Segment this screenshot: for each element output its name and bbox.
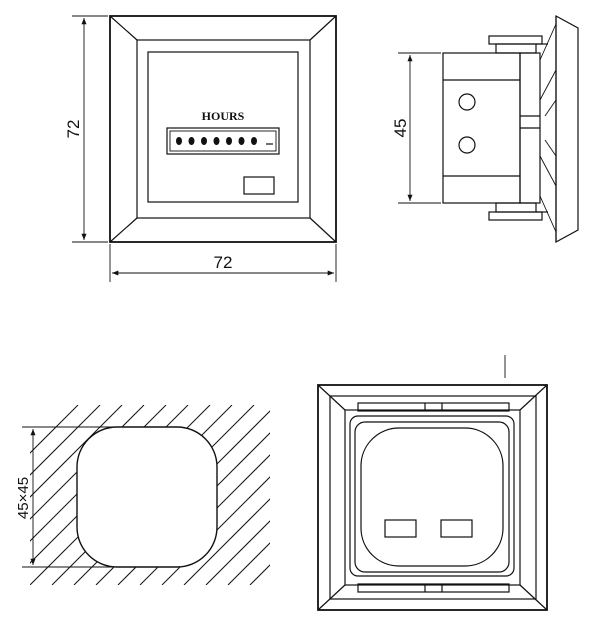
counter-digit (188, 137, 195, 145)
terminal-right (440, 519, 473, 538)
hatch-line (30, 405, 101, 476)
rear-body (360, 427, 504, 567)
hatch-line (30, 405, 79, 454)
mounting-clip-bottom (488, 211, 543, 221)
mounting-clip-top (488, 35, 543, 45)
hatch-line (205, 520, 270, 585)
counter-digits (176, 137, 257, 145)
rear-bezel-outer (317, 384, 548, 611)
rear-clip-top (357, 402, 510, 412)
hatch-line (272, 405, 452, 585)
panel-cutout (76, 426, 218, 568)
terminal-screw-bottom (458, 136, 476, 154)
counter-window-outer (166, 127, 280, 155)
counter-digit (251, 137, 257, 145)
cutout-view: 45×45 (15, 405, 496, 585)
terminal-screw-top (458, 93, 476, 111)
rear-clip-bottom (357, 583, 510, 593)
cutout-dimension-label: 45×45 (15, 477, 32, 519)
rear-view (317, 355, 548, 611)
panel-hatching (30, 405, 496, 585)
hatch-line (183, 498, 270, 585)
hours-label: HOURS (202, 109, 245, 123)
terminal-left (384, 519, 417, 538)
counter-digit (226, 137, 232, 145)
front-bezel-inner (136, 39, 311, 219)
counter-digit (238, 137, 245, 145)
front-bezel-outer (109, 15, 337, 243)
hatch-line (294, 405, 474, 585)
side-view: 45 (391, 14, 579, 244)
width-dimension-label: 72 (214, 253, 233, 272)
front-view: HOURS 72 72 (64, 15, 337, 282)
side-bezel (555, 14, 579, 244)
hatch-line (227, 542, 270, 585)
counter-digit (176, 137, 182, 145)
height-dimension-label: 72 (64, 120, 83, 139)
side-housing (442, 52, 521, 204)
counter-digit (213, 137, 220, 145)
side-dimension-label: 45 (391, 119, 410, 138)
reset-button (243, 176, 275, 195)
hatch-line (249, 564, 270, 585)
hatch-line (316, 405, 496, 585)
counter-window-inner (169, 130, 277, 152)
counter-digit (201, 137, 207, 145)
front-face (147, 51, 299, 203)
rear-housing (354, 421, 510, 573)
